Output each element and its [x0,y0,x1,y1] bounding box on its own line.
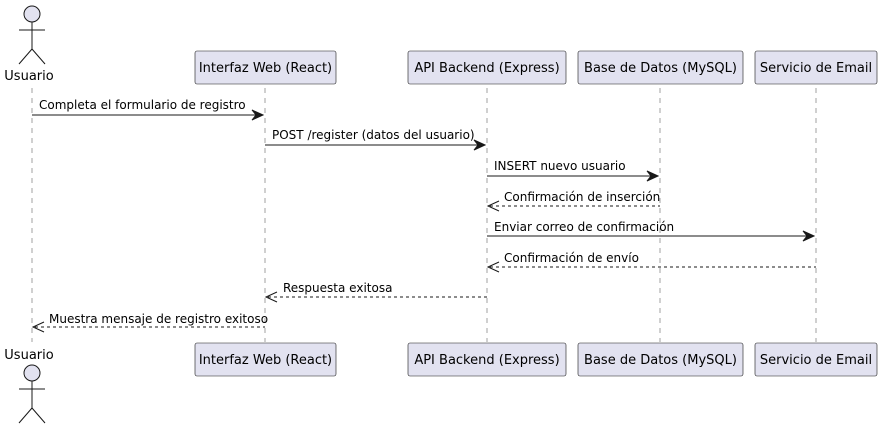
actor-head [23,5,41,23]
participant-db-top: Base de Datos (MySQL) [577,50,744,85]
message-label: Enviar correo de confirmación [494,220,674,234]
message-label: Confirmación de envío [504,251,639,265]
actor-label: Usuario [4,69,53,84]
actor-label: Usuario [4,348,53,363]
message-2: POST /register (datos del usuario) [265,128,487,151]
participant-web-bottom: Interfaz Web (React) [194,342,337,377]
participant-api-bottom: API Backend (Express) [407,342,567,377]
participant-api-top: API Backend (Express) [407,50,567,85]
participant-email-top: Servicio de Email [754,50,878,85]
message-3: INSERT nuevo usuario [487,159,660,182]
participant-label: Interfaz Web (React) [199,353,332,368]
participant-label: API Backend (Express) [414,353,559,368]
message-8: Muestra mensaje de registro exitoso [31,312,268,333]
participant-label: API Backend (Express) [414,61,559,76]
participant-label: Servicio de Email [760,61,872,76]
participant-label: Interfaz Web (React) [199,61,332,76]
participant-email-bottom: Servicio de Email [754,342,878,377]
participant-db-bottom: Base de Datos (MySQL) [577,342,744,377]
participant-label: Base de Datos (MySQL) [584,353,737,368]
message-label: Confirmación de inserción [504,190,660,204]
message-5: Enviar correo de confirmación [487,220,816,242]
message-label: INSERT nuevo usuario [494,159,626,173]
participant-label: Servicio de Email [760,353,872,368]
message-4: Confirmación de inserción [486,190,660,212]
participant-web-top: Interfaz Web (React) [194,50,337,85]
message-label: Respuesta exitosa [283,281,392,295]
message-1: Completa el formulario de registro [32,98,265,121]
actor-head [23,364,41,382]
message-7: Respuesta exitosa [264,281,487,303]
message-label: Muestra mensaje de registro exitoso [49,312,268,326]
message-label: Completa el formulario de registro [39,98,246,112]
message-6: Confirmación de envío [486,251,816,273]
actor-usuario-top: Usuario [4,5,54,84]
participant-label: Base de Datos (MySQL) [584,61,737,76]
actor-usuario-bottom: Usuario [4,348,54,424]
message-label: POST /register (datos del usuario) [272,128,475,142]
